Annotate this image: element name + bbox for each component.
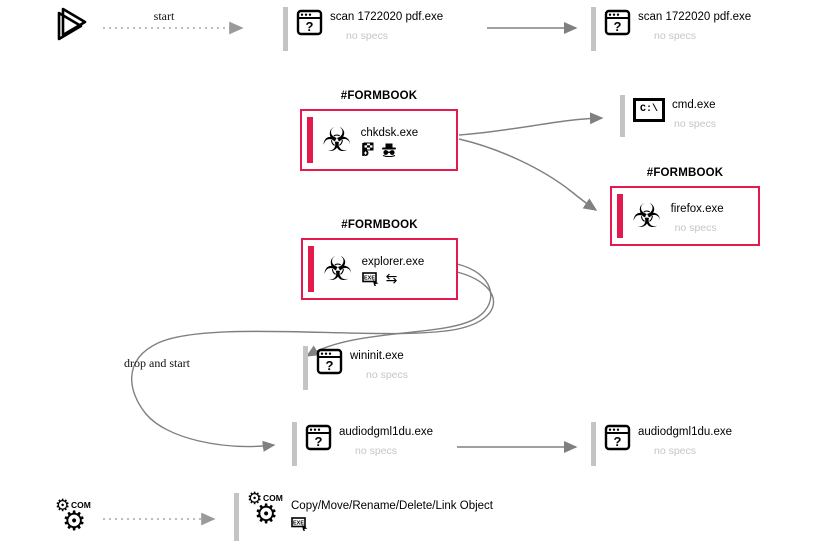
node-status-bar [303,346,308,390]
start-play-icon [53,6,97,49]
process-node-scan-pdf-1[interactable]: ? scan 1722020 pdf.exe no specs [283,7,443,51]
svg-text:?: ? [326,358,334,373]
drops-exe-icon: EXE [291,516,308,531]
svg-text:?: ? [306,19,314,34]
node-status-bar [283,7,288,51]
window-question-icon: ? [316,348,343,375]
malicious-status-bar [307,117,313,163]
svg-text:EXE: EXE [293,520,304,526]
node-status-bar [292,422,297,466]
edge-label-drop-and-start: drop and start [124,356,190,370]
com-label: COM [71,500,91,510]
process-title: explorer.exe [361,256,425,268]
spy-icon [381,143,396,157]
svg-text:EXE: EXE [364,275,375,281]
drops-exe-icon: EXE [361,271,379,286]
process-subtitle: no specs [654,445,697,457]
process-node-audiodg-1[interactable]: ? audiodgml1du.exe no specs [292,422,433,466]
gear-small-icon: ⚙ [55,496,71,516]
process-node-wininit[interactable]: ? wininit.exe no specs [303,346,408,390]
biohazard-icon: ☣ [322,120,352,159]
svg-text:?: ? [315,434,323,449]
gear-big-icon: ⚙ [254,499,279,530]
process-subtitle: no specs [366,369,409,381]
process-title: wininit.exe [350,350,404,362]
process-title: scan 1722020 pdf.exe [330,11,444,23]
edge-chkdsk-to-firefox [458,138,598,211]
swap-arrows-icon: ⇆ [385,270,398,287]
process-subtitle: no specs [654,30,697,42]
malware-tag: #FORMBOOK [340,90,418,102]
edge-label-start: start [153,9,175,23]
window-question-icon: ? [296,9,323,36]
edge-chkdsk-to-cmd [458,112,604,136]
process-title: firefox.exe [670,202,724,215]
malware-tag: #FORMBOOK [341,219,418,231]
process-subtitle: no specs [674,118,717,130]
process-title: cmd.exe [672,99,716,111]
com-label: COM [263,493,283,503]
malicious-status-bar [308,246,314,292]
node-status-bar [591,422,596,466]
process-node-firefox[interactable]: #FORMBOOK ☣ firefox.exe no specs [610,167,760,246]
gear-small-icon: ⚙ [247,489,263,509]
svg-text:?: ? [614,19,622,34]
process-node-cmd[interactable]: C:\ cmd.exe no specs [620,95,716,137]
cmd-prompt-icon: C:\ [633,98,665,122]
node-status-bar [591,7,596,51]
window-question-icon: ? [604,9,631,36]
svg-text:?: ? [614,434,622,449]
gear-big-icon: ⚙ [62,506,87,537]
process-subtitle: no specs [674,221,717,234]
com-object-node[interactable]: ⚙ COM ⚙ Copy/Move/Rename/Delete/Link Obj… [234,489,493,541]
process-title: scan 1722020 pdf.exe [638,11,752,23]
checkered-flag-icon [361,142,374,156]
window-question-icon: ? [604,424,631,451]
process-node-chkdsk[interactable]: #FORMBOOK ☣ chkdsk.exe [300,90,458,171]
process-node-explorer[interactable]: #FORMBOOK ☣ explorer.exe EXE ⇆ [301,219,458,300]
process-subtitle: no specs [355,445,398,457]
biohazard-icon: ☣ [632,196,662,235]
biohazard-icon: ☣ [323,249,353,288]
process-title: audiodgml1du.exe [339,426,433,438]
com-object-title: Copy/Move/Rename/Delete/Link Object [291,500,493,512]
malicious-status-bar [617,194,623,238]
node-status-bar [234,493,239,541]
edge-explorer-to-wininit [305,263,492,357]
process-title: audiodgml1du.exe [638,426,732,438]
malware-tag: #FORMBOOK [646,167,724,179]
process-title: chkdsk.exe [360,127,419,139]
window-question-icon: ? [305,424,332,451]
com-gears-icon: ⚙ COM ⚙ [55,496,97,540]
process-node-scan-pdf-2[interactable]: ? scan 1722020 pdf.exe no specs [591,7,751,51]
node-status-bar [620,95,625,137]
com-gears-icon: ⚙ COM ⚙ [247,489,289,533]
edge-explorer-to-audiodg [131,271,495,452]
process-node-audiodg-2[interactable]: ? audiodgml1du.exe no specs [591,422,732,466]
process-subtitle: no specs [346,30,389,42]
